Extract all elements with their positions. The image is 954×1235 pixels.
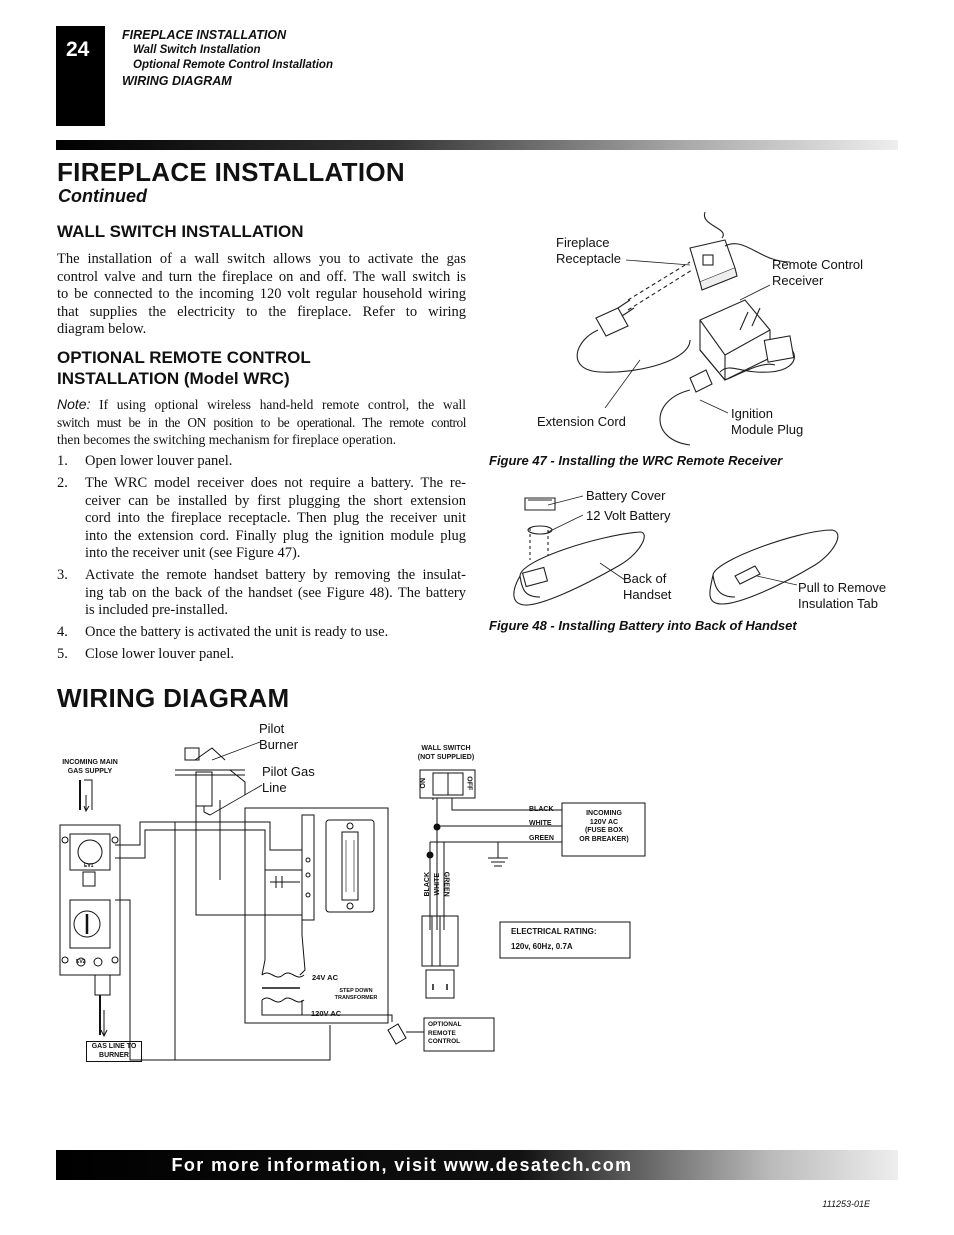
label-wall-switch: WALL SWITCH(NOT SUPPLIED) [417,745,475,761]
rating-title: ELECTRICAL RATING: [511,927,597,936]
fig47-caption: Figure 47 - Installing the WRC Remote Re… [489,453,783,468]
list-item: 1.Open lower louver panel. [57,453,233,469]
label-black-vertical: BLACK [423,872,431,897]
footer-link-text[interactable]: For more information, visit www.desatech… [171,1154,633,1175]
page-number-box [56,26,105,126]
toc-fireplace-installation: FIREPLACE INSTALLATION [122,28,287,42]
remote-note: Note: If using optional wireless hand-he… [57,396,466,447]
label-green-vertical: GREEN [442,871,450,897]
list-item: 3. Activate the remote handset battery b… [57,567,466,618]
continued-subtitle: Continued [58,186,147,206]
header-gradient-rule [56,140,898,150]
label-24v: 24V AC [312,973,338,982]
page-number: 24 [66,38,90,61]
fig48-caption: Figure 48 - Installing Battery into Back… [489,618,797,633]
label-ev2: EV2 [76,959,86,965]
fig48-label-cover: Battery Cover [586,488,666,503]
label-black-wire: BLACK [529,806,554,813]
label-120v: 120V AC [311,1009,342,1018]
rating-value: 120v, 60Hz, 0.7A [511,942,573,951]
wiring-schematic [59,741,646,1061]
toc-wiring-diagram: WIRING DIAGRAM [122,74,232,88]
label-switch-off: OFF [465,776,473,791]
remote-heading: OPTIONAL REMOTE CONTROL INSTALLATION (Mo… [57,348,311,388]
wall-switch-heading: WALL SWITCH INSTALLATION [57,222,304,241]
wall-switch-paragraph: The installation of a wall switch allows… [57,251,466,337]
wiring-diagram-title: WIRING DIAGRAM [57,683,290,713]
list-item: 2. The WRC model receiver does not requi… [57,475,466,561]
list-item: 4.Once the battery is activated the unit… [57,624,389,640]
label-green-wire: GREEN [529,835,554,842]
label-switch-on: ON [420,778,427,789]
fig47-illustration [576,211,795,446]
page-title: FIREPLACE INSTALLATION [57,157,405,187]
label-ev1: EV1 [84,863,94,869]
fig47-label-extension: Extension Cord [537,414,626,429]
toc-wall-switch: Wall Switch Installation [133,44,261,56]
label-white-wire: WHITE [529,820,552,827]
document-number: 111253-01E [822,1199,870,1209]
remote-steps-list: 1.Open lower louver panel. 2. The WRC mo… [57,453,466,668]
footer-bar [56,1150,898,1180]
fig48-illustration [513,497,839,606]
list-item: 5.Close lower louver panel. [57,646,234,662]
fig48-label-battery: 12 Volt Battery [586,508,671,523]
toc-remote-control: Optional Remote Control Installation [133,59,333,71]
